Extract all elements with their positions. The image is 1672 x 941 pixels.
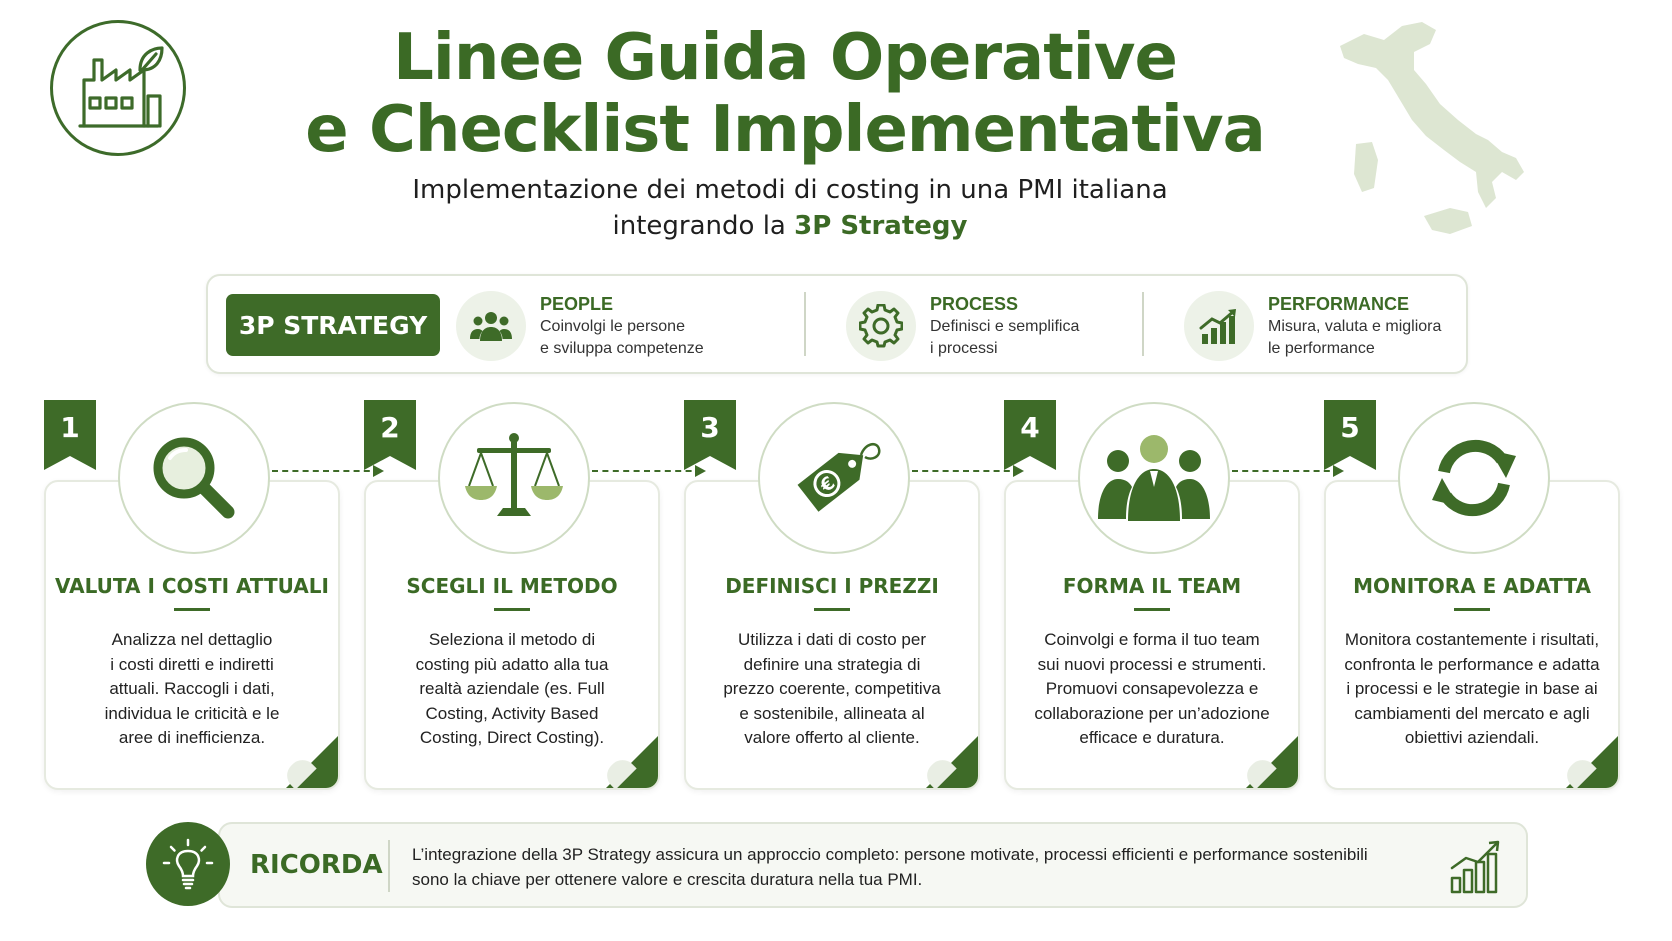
step-5: 5 MONITORA E ADATTA Monitora costantemen…: [1324, 400, 1620, 790]
step-description: Coinvolgi e forma il tuo team sui nuovi …: [1018, 628, 1286, 751]
step-desc-line: prezzo coerente, competitiva: [723, 679, 941, 698]
step-title: DEFINISCI I PREZZI: [725, 574, 939, 598]
subtitle-line-2: integrando la 3P Strategy: [300, 208, 1280, 244]
italy-map-icon: [1318, 12, 1538, 244]
page-subtitle: Implementazione dei metodi di costing in…: [300, 172, 1280, 244]
pillar-title: PROCESS: [930, 294, 1019, 314]
team-icon: [1078, 402, 1230, 554]
title-line-2: e Checklist Implementativa: [305, 93, 1266, 167]
subtitle-line-1: Implementazione dei metodi di costing in…: [412, 175, 1168, 205]
bar-chart-growth-icon: [1448, 838, 1506, 896]
ricorda-label: RICORDA: [250, 850, 383, 880]
step-desc-line: Analizza nel dettaglio: [111, 630, 273, 649]
step-desc-line: valore offerto al cliente.: [744, 728, 920, 747]
step-number-flag: 5: [1324, 400, 1376, 470]
people-group-icon: [456, 291, 526, 361]
step-description: Analizza nel dettaglio i costi diretti e…: [58, 628, 326, 751]
step-desc-line: e sostenibile, allineata al: [739, 703, 925, 723]
pillar-performance: PERFORMANCE Misura, valuta e migliora le…: [1184, 288, 1441, 364]
ricorda-text: L’integrazione della 3P Strategy assicur…: [412, 842, 1422, 892]
step-title: VALUTA I COSTI ATTUALI: [55, 574, 329, 598]
step-desc-line: Monitora costantemente i risultati,: [1344, 630, 1600, 649]
subtitle-accent: 3P Strategy: [794, 211, 968, 241]
step-connector-arrow: [592, 465, 706, 477]
step-title-underline: [174, 608, 210, 611]
step-title-underline: [814, 608, 850, 611]
strategy-label: 3P STRATEGY: [226, 294, 440, 356]
step-number-flag: 3: [684, 400, 736, 470]
pillar-desc-line-2: i processi: [930, 340, 998, 357]
step-3: 3 € DEFINISCI I PREZZI Utilizza i dati d…: [684, 400, 980, 790]
step-connector-arrow: [912, 465, 1024, 477]
pillar-divider: [804, 292, 806, 356]
step-4: 4 FORMA IL TEAM Coinvolgi e forma il tuo…: [1004, 400, 1300, 790]
step-desc-line: individua le criticità e le: [104, 703, 280, 723]
subtitle-prefix: integrando la: [612, 211, 795, 241]
refresh-cycle-icon: [1398, 402, 1550, 554]
step-desc-line: efficace e duratura.: [1079, 728, 1225, 747]
ricorda-bar: RICORDA L’integrazione della 3P Strategy…: [218, 822, 1528, 908]
step-desc-line: Promuovi consapevolezza e: [1045, 679, 1259, 698]
step-2: 2 SCEGLI IL METODO Seleziona il metodo d…: [364, 400, 660, 790]
step-title-underline: [1134, 608, 1170, 611]
pillar-desc-line-2: e sviluppa competenze: [540, 340, 704, 357]
ricorda-divider: [388, 840, 390, 892]
step-number-flag: 2: [364, 400, 416, 470]
step-desc-line: i processi e le strategie in base ai: [1346, 679, 1598, 698]
step-number-flag: 4: [1004, 400, 1056, 470]
step-desc-line: attuali. Raccogli i dati,: [109, 679, 275, 698]
step-desc-line: cambiamenti del mercato e agli: [1354, 703, 1590, 723]
step-desc-line: sui nuovi processi e strumenti.: [1037, 654, 1267, 674]
step-desc-line: confronta le performance e adatta: [1344, 654, 1600, 674]
step-desc-line: collaborazione per un’adozione: [1034, 703, 1270, 723]
step-desc-line: i costi diretti e indiretti: [110, 654, 274, 674]
strategy-bar: 3P STRATEGY PEOPLE Coinvolgi le persone …: [206, 274, 1468, 374]
pillar-desc-line-1: Misura, valuta e migliora: [1268, 318, 1442, 335]
pillar-people: PEOPLE Coinvolgi le persone e sviluppa c…: [456, 288, 704, 364]
step-desc-line: costing più adatto alla tua: [415, 654, 609, 674]
pillar-desc-line-2: le performance: [1268, 340, 1375, 357]
step-description: Seleziona il metodo di costing più adatt…: [378, 628, 646, 751]
pillar-desc-line-1: Coinvolgi le persone: [540, 318, 685, 335]
step-title: FORMA IL TEAM: [1062, 574, 1242, 598]
step-title-underline: [494, 608, 530, 611]
pillar-title: PERFORMANCE: [1268, 294, 1410, 314]
step-title-underline: [1454, 608, 1490, 611]
magnifier-icon: [118, 402, 270, 554]
step-desc-line: realtà aziendale (es. Full: [419, 679, 605, 698]
step-title: SCEGLI IL METODO: [406, 574, 618, 598]
step-desc-line: definire una strategia di: [743, 654, 921, 674]
lightbulb-icon: [146, 822, 230, 906]
step-desc-line: Costing, Direct Costing).: [419, 728, 605, 747]
step-desc-line: Seleziona il metodo di: [428, 630, 596, 649]
pillar-divider: [1142, 292, 1144, 356]
step-desc-line: obiettivi aziendali.: [1404, 728, 1540, 747]
step-connector-arrow: [272, 465, 384, 477]
pillar-desc-line-1: Definisci e semplifica: [930, 318, 1080, 335]
step-title: MONITORA E ADATTA: [1353, 574, 1591, 598]
step-description: Utilizza i dati di costo per definire un…: [698, 628, 966, 751]
ricorda-text-line-1: L’integrazione della 3P Strategy assicur…: [412, 845, 1368, 864]
step-connector-arrow: [1232, 465, 1344, 477]
step-description: Monitora costantemente i risultati, conf…: [1338, 628, 1606, 751]
euro-price-tag-icon: €: [758, 402, 910, 554]
pillar-process: PROCESS Definisci e semplifica i process…: [846, 288, 1079, 364]
step-desc-line: Coinvolgi e forma il tuo team: [1044, 630, 1260, 649]
ricorda-text-line-2: sono la chiave per ottenere valore e cre…: [412, 870, 923, 889]
step-1: 1 VALUTA I COSTI ATTUALI Analizza nel de…: [44, 400, 340, 790]
page-title: Linee Guida Operative e Checklist Implem…: [250, 22, 1320, 166]
step-desc-line: Utilizza i dati di costo per: [737, 630, 927, 649]
gear-icon: [846, 291, 916, 361]
balance-scale-icon: [438, 402, 590, 554]
step-desc-line: Costing, Activity Based: [425, 703, 599, 723]
factory-leaf-icon: [50, 20, 186, 156]
growth-chart-icon: [1184, 291, 1254, 361]
pillar-title: PEOPLE: [540, 294, 614, 314]
step-desc-line: aree di inefficienza.: [118, 728, 266, 747]
title-line-1: Linee Guida Operative: [393, 21, 1178, 95]
step-number-flag: 1: [44, 400, 96, 470]
